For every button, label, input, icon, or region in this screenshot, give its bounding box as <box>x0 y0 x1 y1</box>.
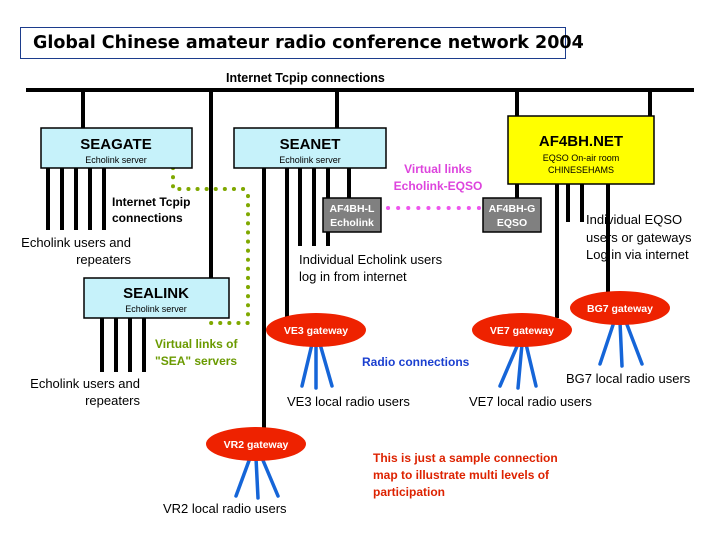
internet-label: Internet Tcpip connections <box>226 71 385 85</box>
server-seagate: SEAGATE Echolink server <box>40 127 193 169</box>
ve3-users-label: VE3 local radio users <box>287 394 410 409</box>
af4bh-net-lines <box>555 184 610 318</box>
echolink-users-1-line1: Echolink users and <box>21 235 131 250</box>
virtual-sea-label-2: "SEA" servers <box>155 354 237 368</box>
individual-echolink-line2: log in from internet <box>299 269 407 284</box>
page-title: Global Chinese amateur radio conference … <box>20 27 584 59</box>
internet-tcpip-label-1: Internet Tcpip <box>112 195 190 209</box>
node-af4bh-l-line2: Echolink <box>330 217 374 229</box>
gateway-vr2-label: VR2 gateway <box>224 439 289 451</box>
individual-eqso-line2: users or gateways <box>586 230 692 245</box>
gateway-vr2: VR2 gateway <box>206 427 306 461</box>
note-line-1: This is just a sample connection <box>373 451 558 465</box>
server-seanet: SEANET Echolink server <box>233 127 387 169</box>
gateway-bg7-label: BG7 gateway <box>587 303 653 315</box>
gateway-ve3-label: VE3 gateway <box>284 325 348 337</box>
ve7-users-label: VE7 local radio users <box>469 394 592 409</box>
individual-eqso-line1: Individual EQSO <box>586 212 682 227</box>
gateway-ve7: VE7 gateway <box>472 313 572 347</box>
virtual-links-label-1: Virtual links <box>404 162 472 176</box>
node-af4bh-l-line1: AF4BH-L <box>330 203 375 215</box>
individual-echolink-line1: Individual Echolink users <box>299 252 443 267</box>
server-sealink: SEALINK Echolink server <box>83 277 230 319</box>
echolink-users-1-line2: repeaters <box>76 252 131 267</box>
server-sealink-subtitle: Echolink server <box>125 304 187 314</box>
node-af4bh-g-line2: EQSO <box>497 217 527 229</box>
seagate-user-lines <box>46 168 106 230</box>
echolink-users-2-line1: Echolink users and <box>30 376 140 391</box>
vr2-users-label: VR2 local radio users <box>163 501 287 516</box>
server-seagate-name: SEAGATE <box>80 136 151 153</box>
bg7-users-label: BG7 local radio users <box>566 371 691 386</box>
node-af4bh-g-line1: AF4BH-G <box>489 203 536 215</box>
server-af4bh-net-subtitle1: EQSO On-air room <box>543 153 620 163</box>
server-af4bh-net-subtitle2: CHINESEHAMS <box>548 165 614 175</box>
sealink-user-lines <box>100 318 146 372</box>
echolink-users-2-line2: repeaters <box>85 393 140 408</box>
radio-lines-bg7 <box>598 320 644 368</box>
server-seagate-subtitle: Echolink server <box>85 155 147 165</box>
virtual-sea-label-1: Virtual links of <box>155 337 238 351</box>
node-af4bh-g: AF4BH-G EQSO <box>482 197 542 233</box>
radio-lines-vr2 <box>234 456 280 500</box>
virtual-links-label-2: Echolink-EQSO <box>394 179 483 193</box>
note-line-2: map to illustrate multi levels of <box>373 468 550 482</box>
server-sealink-name: SEALINK <box>123 285 189 302</box>
gateway-ve7-label: VE7 gateway <box>490 325 554 337</box>
individual-eqso-line3: Log in via internet <box>586 247 689 262</box>
server-af4bh-net-name: AF4BH.NET <box>539 133 623 150</box>
radio-lines-ve7 <box>498 342 538 390</box>
virtual-links-sea <box>171 166 250 325</box>
note-line-3: participation <box>373 485 445 499</box>
node-af4bh-l: AF4BH-L Echolink <box>322 197 382 233</box>
server-seanet-subtitle: Echolink server <box>279 155 341 165</box>
server-seanet-name: SEANET <box>280 136 341 153</box>
server-af4bh-net: AF4BH.NET EQSO On-air room CHINESEHAMS <box>507 115 655 185</box>
gateway-bg7: BG7 gateway <box>570 291 670 325</box>
radio-lines-ve3 <box>300 342 334 390</box>
internet-tcpip-label-2: connections <box>112 211 183 225</box>
gateway-ve3: VE3 gateway <box>266 313 366 347</box>
radio-connections-label: Radio connections <box>362 355 470 369</box>
